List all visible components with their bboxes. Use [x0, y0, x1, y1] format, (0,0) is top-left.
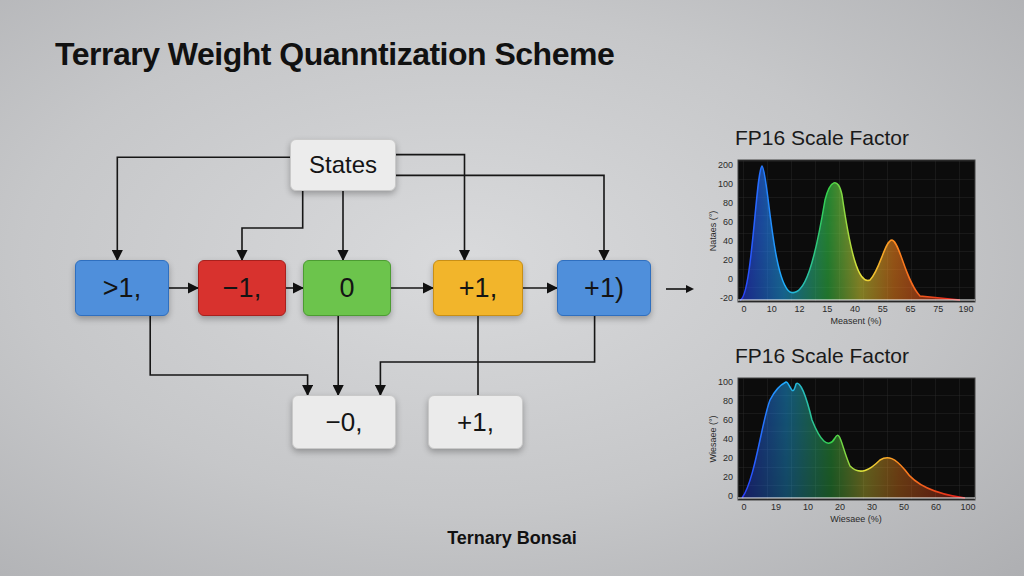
chart-title: FP16 Scale Factor	[735, 344, 909, 368]
axis-tick: 20	[723, 453, 733, 463]
connector	[396, 155, 465, 260]
connector	[337, 316, 339, 395]
axis-title: Nataes (°)	[708, 211, 718, 252]
state-box: +1,	[428, 395, 523, 449]
axis-tick: 0	[741, 502, 746, 512]
axis-tick: 200	[718, 160, 733, 170]
axis-tick: 10	[767, 304, 777, 314]
axis-tick: 15	[822, 304, 832, 314]
state-box: 0	[303, 260, 391, 316]
box-label: 0	[339, 273, 354, 304]
connector	[117, 157, 290, 260]
axis-tick: 100	[718, 179, 733, 189]
axis-tick: 40	[850, 304, 860, 314]
connector	[286, 287, 303, 289]
box-label: −0,	[326, 407, 363, 438]
axis-tick: 60	[723, 415, 733, 425]
axis-tick: Measent (%)	[830, 316, 881, 326]
connector	[342, 191, 344, 260]
connector	[396, 175, 604, 260]
axis-tick: 0	[741, 304, 746, 314]
axis-tick: 12	[794, 304, 804, 314]
axis-tick: 100	[718, 377, 733, 387]
axis-title: Wiesaee (°)	[708, 415, 718, 462]
axis-tick: 0	[728, 274, 733, 284]
box-label: >1,	[103, 273, 141, 304]
state-box: +1)	[557, 260, 651, 316]
axis-tick: 20	[723, 472, 733, 482]
connector	[242, 191, 303, 260]
axis-tick: 0	[728, 491, 733, 501]
connector	[523, 287, 557, 289]
axis-tick: 30	[867, 502, 877, 512]
axis-tick: 40	[723, 236, 733, 246]
axis-tick: 19	[771, 502, 781, 512]
axis-tick: -20	[720, 293, 733, 303]
axis-tick: 55	[878, 304, 888, 314]
spectrum-chart	[738, 160, 975, 302]
axis-tick: 100	[960, 502, 975, 512]
axis-tick: 80	[723, 396, 733, 406]
axis-tick: 20	[723, 255, 733, 265]
axis-tick: 20	[835, 502, 845, 512]
box-label: States	[309, 151, 377, 179]
box-label: −1,	[223, 273, 261, 304]
axis-tick: 60	[723, 217, 733, 227]
axis-tick: 10	[803, 502, 813, 512]
header-box: States	[290, 139, 396, 191]
axis-tick: 60	[931, 502, 941, 512]
out-arrow	[666, 285, 694, 293]
connector	[169, 287, 198, 289]
axis-tick: Wiesaee (%)	[830, 514, 882, 524]
box-label: +1)	[584, 273, 624, 304]
diagram-title: Terrary Weight Quanntization Scheme	[55, 36, 614, 73]
diagram-caption: Ternary Bonsai	[447, 528, 577, 549]
connector	[391, 287, 433, 289]
axis-tick: 80	[723, 198, 733, 208]
axis-tick: 65	[905, 304, 915, 314]
connector	[477, 316, 479, 395]
chart-title: FP16 Scale Factor	[735, 126, 909, 150]
axis-tick: 190	[958, 304, 973, 314]
axis-tick: 40	[723, 434, 733, 444]
state-box: −0,	[292, 395, 396, 449]
spectrum-chart	[738, 378, 975, 500]
connector	[150, 316, 307, 395]
box-label: +1,	[459, 273, 497, 304]
state-box: −1,	[198, 260, 286, 316]
state-box: >1,	[75, 260, 169, 316]
state-box: +1,	[433, 260, 523, 316]
axis-tick: 75	[933, 304, 943, 314]
axis-tick: 50	[899, 502, 909, 512]
box-label: +1,	[457, 407, 494, 438]
connector	[380, 316, 594, 395]
